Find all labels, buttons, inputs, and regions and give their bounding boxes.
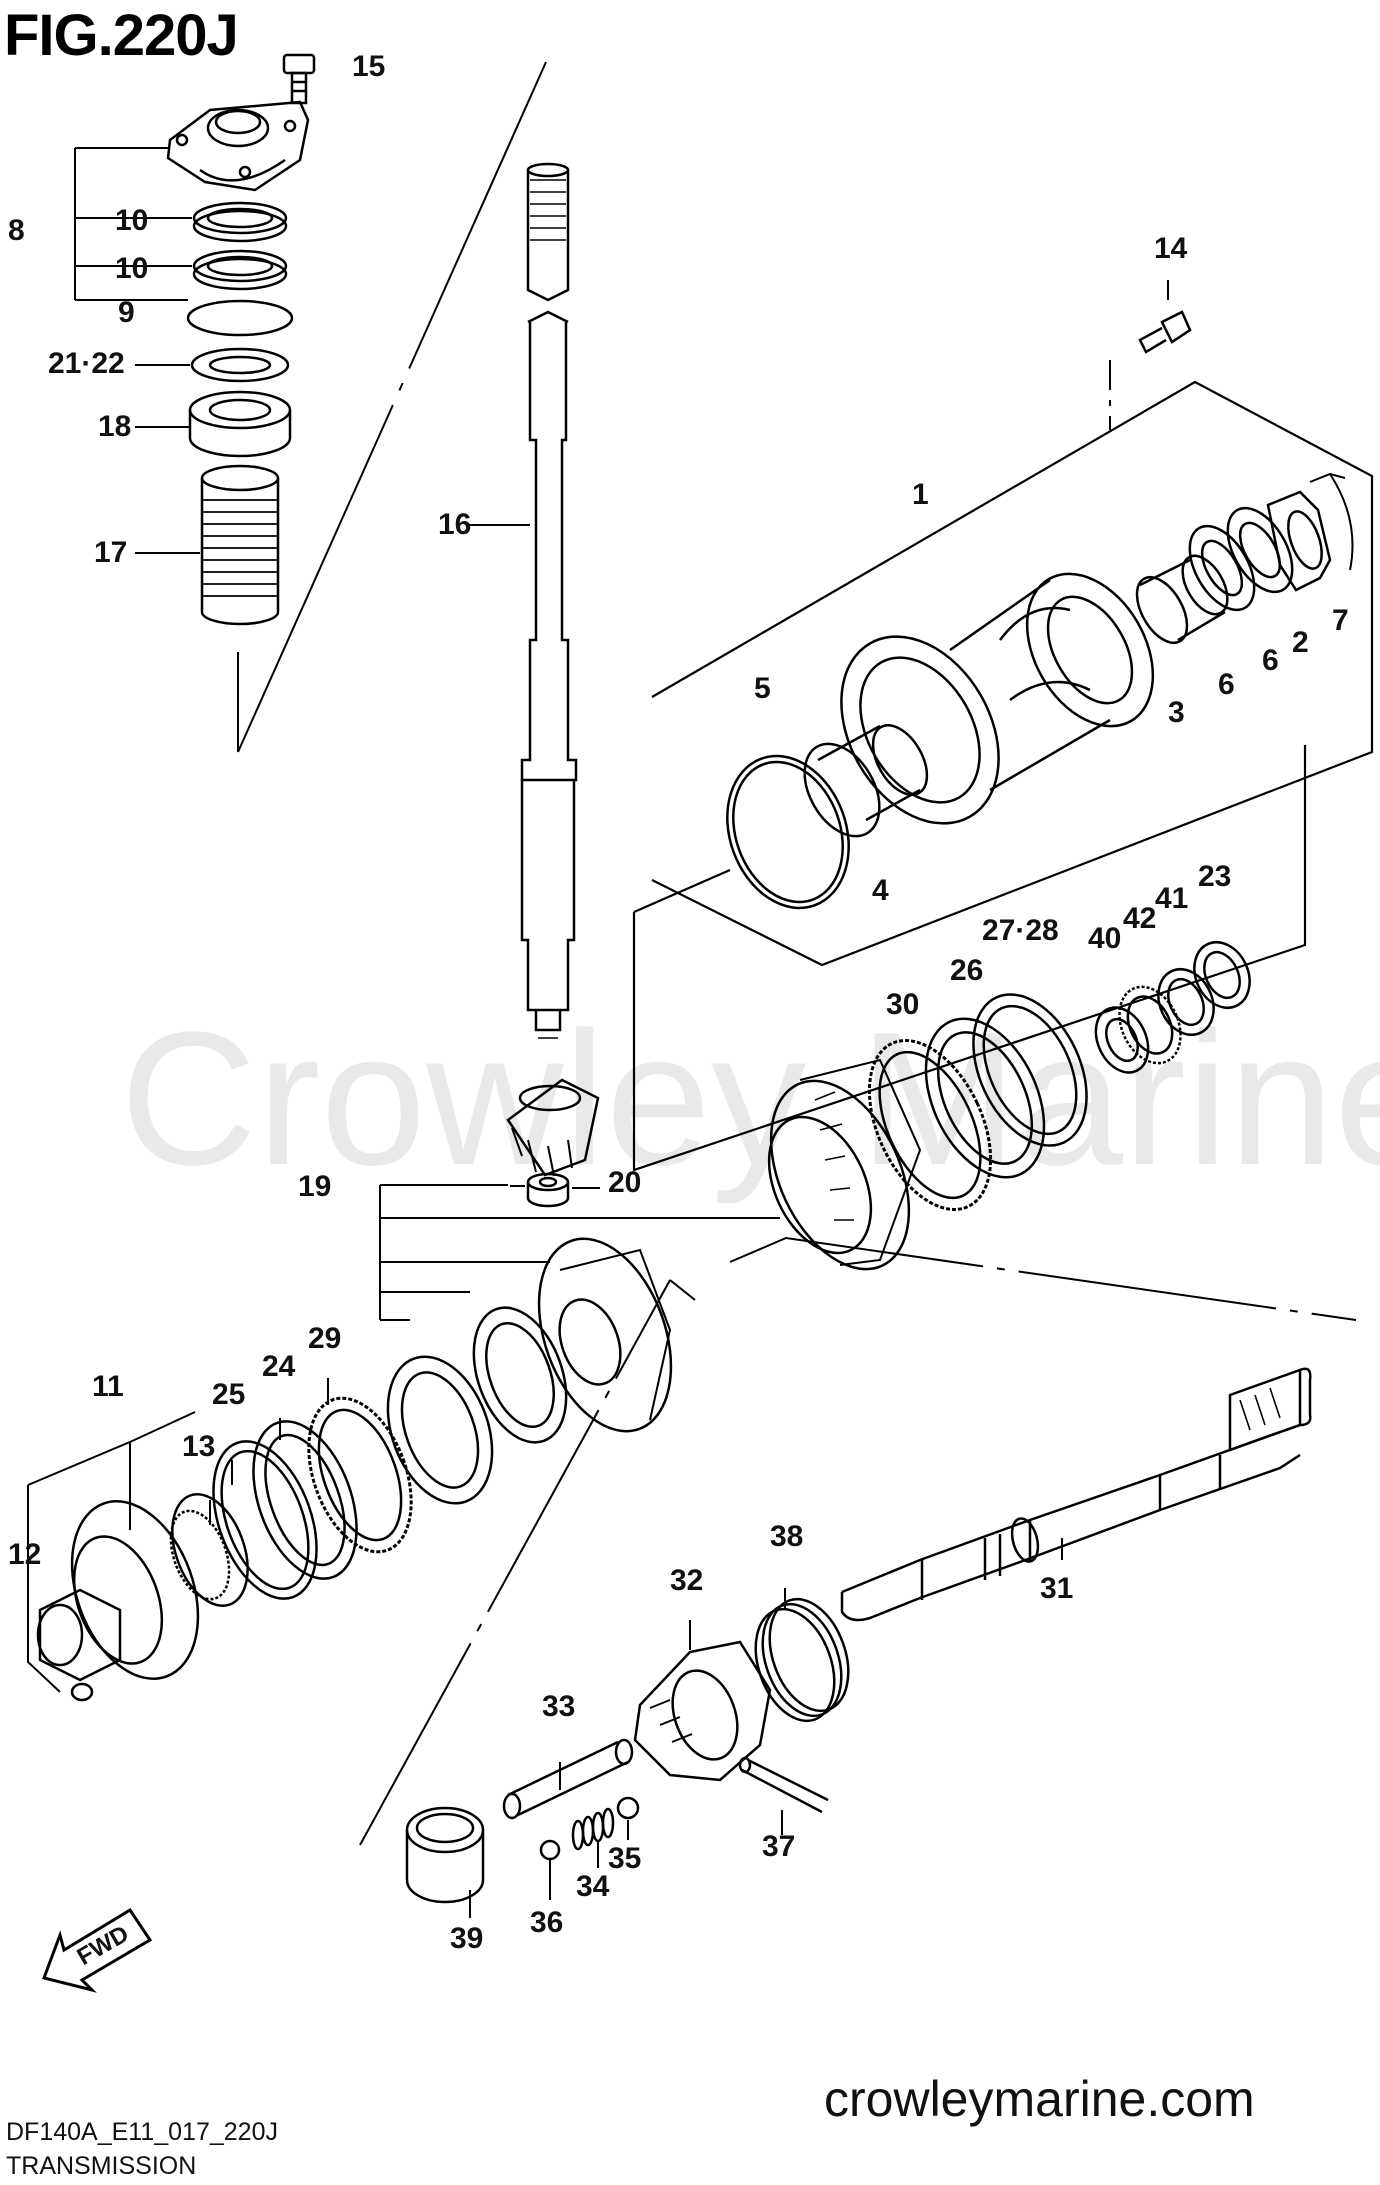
callout-17: 17: [94, 536, 128, 569]
bearings-6-drawing: [1188, 506, 1294, 612]
ring-9-drawing: [186, 299, 294, 337]
callout-9: 9: [118, 296, 135, 329]
pinion-19-drawing: [506, 1078, 600, 1177]
shim-21-22-drawing: [190, 347, 290, 383]
callout-25: 25: [212, 1378, 246, 1411]
callout-23: 23: [1198, 860, 1232, 893]
callout-42: 42: [1123, 902, 1157, 935]
shim-23-drawing: [1193, 941, 1251, 1009]
callout-40: 40: [1088, 922, 1122, 955]
washer-41-drawing: [1157, 968, 1215, 1036]
ball-36-drawing: [539, 1839, 561, 1861]
callout-11: 11: [92, 1370, 124, 1403]
callout-15: 15: [352, 50, 386, 83]
callout-38: 38: [770, 1520, 804, 1553]
callout-30: 30: [886, 988, 920, 1021]
callout-32: 32: [670, 1564, 704, 1597]
washer-26-drawing: [924, 1017, 1046, 1179]
race-40-drawing: [1094, 1006, 1150, 1074]
bearing-42-drawing: [1118, 985, 1182, 1065]
callout-12: 12: [8, 1538, 42, 1571]
callout-27-28: 27·28: [982, 914, 1059, 947]
spring-38-drawing: [754, 1597, 850, 1723]
pin-37-drawing: [738, 1756, 829, 1814]
sleeve-39-drawing: [405, 1806, 485, 1904]
callout-31: 31: [1040, 1572, 1074, 1605]
bearing-3-drawing: [1135, 554, 1229, 644]
reverse-gear-drawing: [537, 1237, 673, 1433]
callout-8: 8: [8, 214, 25, 247]
callout-6b: 6: [1262, 644, 1279, 677]
spring-34-drawing: [571, 1807, 615, 1851]
bolt-14-drawing: [1138, 310, 1192, 354]
callout-33: 33: [542, 1690, 576, 1723]
bearing-housing-8-drawing: [166, 100, 310, 192]
callout-1: 1: [912, 478, 929, 511]
callout-39: 39: [450, 1922, 484, 1955]
bearing-13-drawing: [169, 1493, 249, 1607]
nut-20-drawing: [526, 1172, 570, 1208]
callout-10a: 10: [115, 204, 149, 237]
section-name: TRANSMISSION: [6, 2152, 197, 2180]
callout-18: 18: [98, 410, 132, 443]
callout-35: 35: [608, 1842, 642, 1875]
races-10-drawing: [192, 201, 288, 291]
drawing-code: DF140A_E11_017_220J: [6, 2118, 278, 2146]
shim-27-28-drawing: [972, 993, 1088, 1147]
callout-20: 20: [608, 1166, 642, 1199]
bearing-29-drawing: [307, 1396, 413, 1554]
rod-33-drawing: [502, 1738, 634, 1820]
shim-25-drawing: [212, 1440, 318, 1600]
callout-2: 2: [1292, 626, 1309, 659]
washer-24-drawing: [252, 1420, 358, 1580]
callout-19: 19: [298, 1170, 332, 1203]
callout-36: 36: [530, 1906, 564, 1939]
watermark-text: Crowley Marine: [120, 993, 1380, 1205]
callout-41: 41: [1155, 882, 1189, 915]
o-ring-5-drawing: [726, 754, 850, 910]
clutch-32-drawing: [633, 1640, 772, 1782]
drive-shaft-16-drawing: [520, 162, 578, 1039]
callout-16: 16: [438, 508, 472, 541]
forward-gear-drawing: [767, 1058, 922, 1271]
ball-35-drawing: [616, 1796, 640, 1820]
callout-29: 29: [308, 1322, 342, 1355]
site-url[interactable]: crowleymarine.com: [824, 2071, 1255, 2127]
gear-case-1-drawing: [840, 572, 1155, 825]
bearing-18-drawing: [188, 390, 292, 458]
bearing-stack-drawing: [386, 1306, 568, 1505]
sleeve-17-drawing: [200, 464, 280, 626]
retainer-2-drawing: [1266, 490, 1332, 592]
fwd-arrow-drawing: [42, 1907, 153, 1993]
callout-7: 7: [1332, 604, 1349, 637]
callout-4: 4: [872, 874, 889, 907]
callout-37: 37: [762, 1830, 796, 1863]
bearing-4-drawing: [803, 724, 929, 838]
figure-title: FIG.220J: [4, 3, 239, 68]
carrier-11-drawing: [36, 1500, 200, 1682]
callout-34: 34: [576, 1870, 610, 1903]
callout-26: 26: [950, 954, 984, 987]
callout-14: 14: [1154, 232, 1188, 265]
callout-13: 13: [182, 1430, 216, 1463]
callout-21-22: 21·22: [48, 347, 125, 380]
bolt-15-drawing: [282, 53, 316, 105]
callout-24: 24: [262, 1350, 296, 1383]
clip-7-drawing: [1309, 472, 1354, 571]
callout-6a: 6: [1218, 668, 1235, 701]
propeller-shaft-31-drawing: [840, 1367, 1312, 1622]
callout-3: 3: [1168, 696, 1185, 729]
callout-10b: 10: [115, 252, 149, 285]
callout-5: 5: [754, 672, 771, 705]
pin-12-drawing: [70, 1682, 94, 1702]
